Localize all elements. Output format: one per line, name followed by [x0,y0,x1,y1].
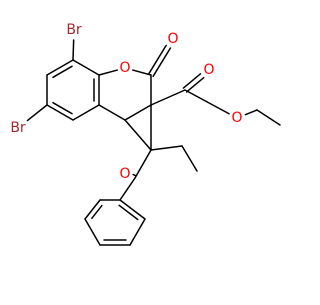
bond-benzo [46,104,74,121]
molecule-drawing: Br Br O O O O O [10,22,281,246]
bond-benzo [72,104,100,121]
bond-benzo [46,59,74,76]
bond-phenyl-inner [118,204,139,221]
atom-label-layer: Br Br O O O O O [10,22,242,182]
bond-c-c [181,145,198,172]
bond-c-c [119,177,136,201]
bond-o-c [131,69,152,76]
bond-phenyl-inner [91,204,103,220]
bond-phenyl [119,199,146,220]
atom-br-left: Br [10,120,26,136]
bond-c-c [134,149,152,179]
bond-c-c [150,145,183,151]
bond-c-br [72,39,75,61]
bond-c-c [150,89,186,106]
bond-c-c [256,109,281,126]
bond-c-o [184,89,230,115]
bond-phenyl [84,218,101,246]
bond-cyclopropane [124,119,152,151]
atom-o-ring: O [119,60,130,76]
bond-c-o-double [185,76,205,93]
bond-c-o [98,69,119,76]
bond-phenyl [129,218,146,246]
atom-o-ketone: O [119,166,130,182]
bond-c-o-double [152,47,172,78]
bond-c-c [124,104,152,121]
bond-benzo [72,59,100,76]
bond-phenyl [84,199,101,220]
atom-o-ester-carbonyl: O [203,62,214,78]
bond-layer [26,39,281,246]
bond-benzo-inner [52,101,73,115]
bond-benzo-inner [52,65,73,79]
bond-c-o-double [182,73,202,89]
bond-c-c [98,104,126,121]
bond-c-o-double [148,44,167,75]
atom-br-top: Br [66,22,82,38]
bond-o-c [244,109,258,116]
bond-c-o-double [132,173,137,177]
molecule-structure-canvas: Br Br O O O O O [10,22,281,246]
bond-c-br [26,104,48,122]
atom-o-ester-ether: O [231,110,242,126]
atom-o-lactone-carbonyl: O [167,31,178,47]
